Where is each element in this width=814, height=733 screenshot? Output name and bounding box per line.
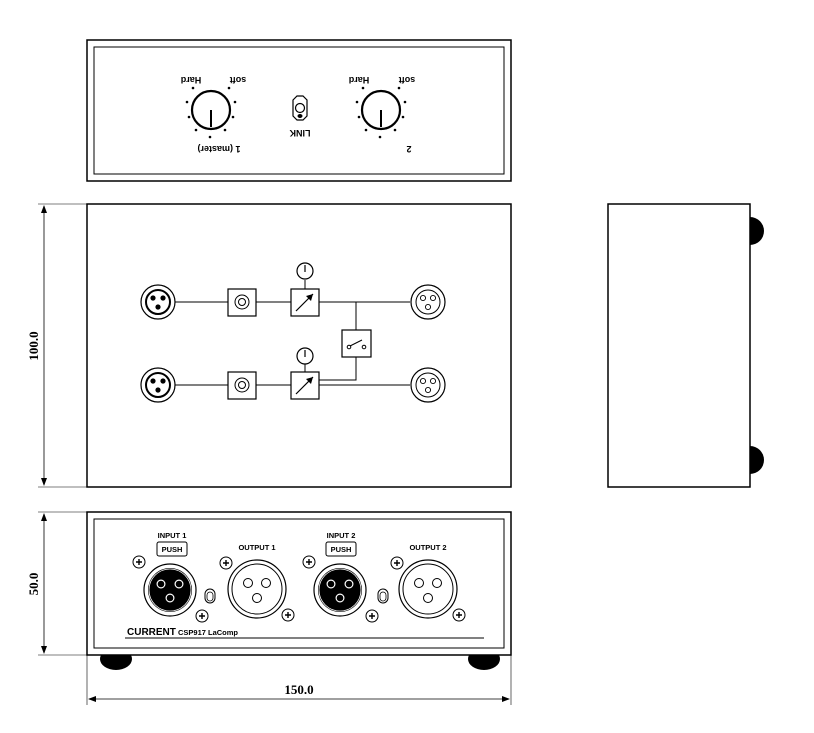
schematic-outline	[86, 203, 512, 488]
rear-panel: INPUT 1 PUSH	[86, 511, 512, 670]
rear-input-1[interactable]: INPUT 1 PUSH	[132, 531, 209, 623]
output-1-screw-bottom	[281, 608, 295, 622]
output-2-screw-bottom	[452, 608, 466, 622]
schematic-compressor-1	[290, 288, 320, 317]
output-2-screw-top	[390, 556, 404, 570]
input-2-push-label: PUSH	[331, 545, 352, 554]
knob-1-master[interactable]: Hard soft 1 (master)	[181, 75, 247, 154]
input-1-push-button[interactable]	[156, 541, 188, 557]
input-1-screw-top	[132, 555, 146, 569]
link-toggle-tip	[297, 114, 303, 118]
schematic-output-1-connector	[410, 284, 446, 320]
rear-output-1[interactable]: OUTPUT 1	[219, 543, 295, 622]
dimension-width-label: 150.0	[284, 682, 313, 697]
dimension-height-label: 100.0	[26, 331, 41, 360]
link-toggle-lever[interactable]	[294, 102, 306, 114]
input-2-screw-bottom	[365, 609, 379, 623]
input-1-label: INPUT 1	[158, 531, 187, 540]
dimension-width: 150.0	[86, 655, 512, 705]
knob-1-caption: 1 (master)	[197, 144, 240, 154]
output-2-label: OUTPUT 2	[409, 543, 446, 552]
schematic-knob-icon-2	[296, 347, 314, 365]
schematic-compressor-2	[290, 371, 320, 400]
input-1-xlr-face	[148, 568, 192, 612]
side-view	[607, 203, 764, 488]
schematic-wires	[175, 280, 410, 386]
schematic-output-2-connector	[410, 367, 446, 403]
schematic-link-switch	[341, 329, 372, 358]
schematic-panel	[86, 203, 512, 488]
knob-2-caption: 2	[406, 144, 411, 154]
knob-1-hard-label: Hard	[181, 75, 202, 85]
dimension-depth: 50.0	[26, 511, 87, 656]
input-2-label: INPUT 2	[327, 531, 356, 540]
schematic-push-button-2	[227, 371, 257, 400]
output-1-screw-top	[219, 556, 233, 570]
schematic-knob-icon-1	[296, 262, 314, 280]
knob-2-scale-dots	[355, 86, 407, 139]
knob-2-soft-label: soft	[399, 75, 416, 85]
knob-1-scale-dots	[185, 86, 237, 139]
rear-input-2[interactable]: INPUT 2 PUSH	[302, 531, 379, 623]
rear-output-2[interactable]: OUTPUT 2	[390, 543, 466, 622]
dimension-depth-label: 50.0	[26, 573, 41, 596]
schematic-push-button-1	[227, 288, 257, 317]
top-control-panel: Hard soft 1 (master) LINK Hard soft 2	[86, 39, 512, 182]
input-2-xlr-face	[318, 568, 362, 612]
input-1-push-label: PUSH	[162, 545, 183, 554]
input-1-screw-bottom	[195, 609, 209, 623]
model-name: CSP917 LaComp	[178, 628, 238, 637]
schematic-input-2-connector	[140, 367, 176, 403]
knob-2[interactable]: Hard soft 2	[349, 75, 416, 154]
link-toggle-label: LINK	[289, 128, 310, 138]
knob-2-hard-label: Hard	[349, 75, 370, 85]
link-toggle-switch[interactable]: LINK	[289, 95, 311, 138]
output-1-label: OUTPUT 1	[238, 543, 275, 552]
brand-name: CURRENT	[127, 627, 176, 638]
rear-indicator-2	[377, 588, 389, 604]
input-2-push-button[interactable]	[325, 541, 357, 557]
input-2-screw-top	[302, 555, 316, 569]
schematic-input-1-connector	[140, 284, 176, 320]
dimension-height: 100.0	[26, 203, 87, 488]
knob-1-soft-label: soft	[230, 75, 247, 85]
rear-indicator-1	[204, 588, 216, 604]
side-view-outline	[607, 203, 751, 488]
